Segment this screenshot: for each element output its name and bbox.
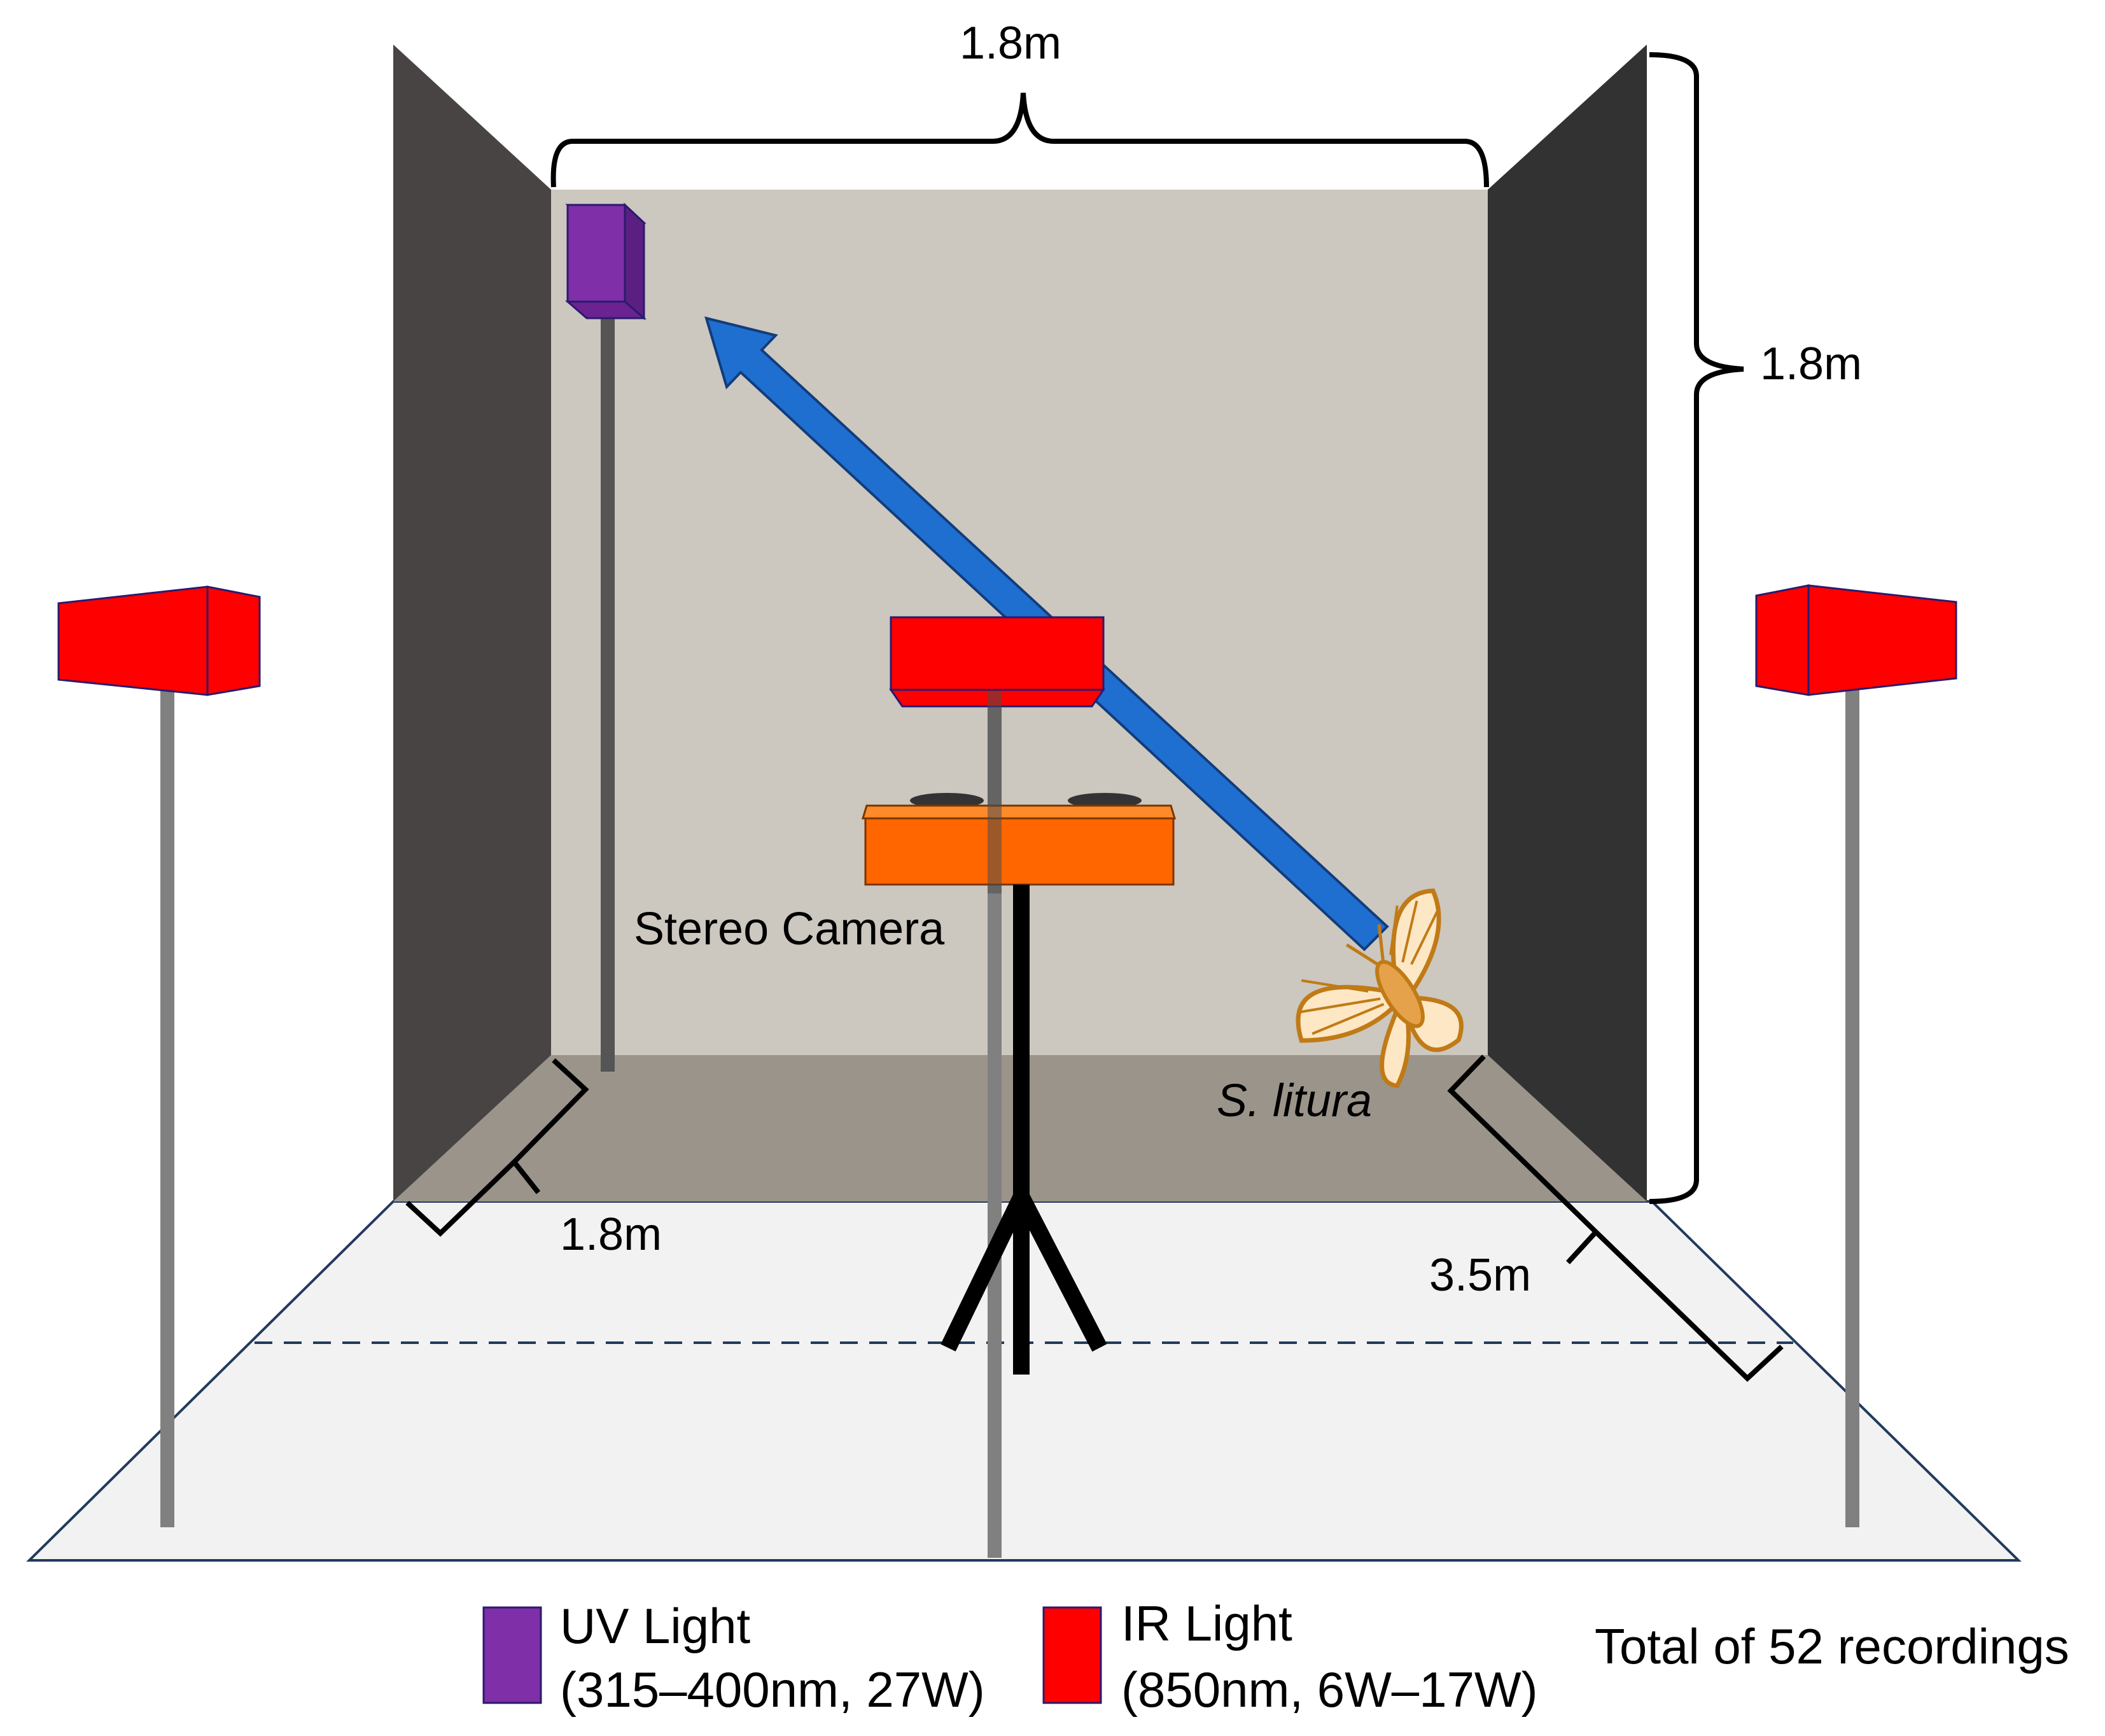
height-bracket — [1649, 52, 1744, 1204]
ir-light-left — [57, 585, 261, 696]
top-width-bracket — [550, 92, 1489, 188]
top-width-label: 1.8m — [960, 18, 1061, 69]
left-depth-label: 1.8m — [560, 1209, 662, 1260]
legend-ir-title: IR Light — [1121, 1595, 1292, 1651]
center-light-pole — [988, 704, 1002, 1558]
uv-light-pole — [601, 305, 615, 1072]
legend: UV Light (315–400nm, 27W) IR Light (850n… — [482, 1595, 2069, 1718]
ir-light-right-pole — [1845, 689, 1859, 1527]
right-depth-bracket — [1447, 1054, 1784, 1382]
center-pole-overlay — [988, 691, 1002, 893]
ir-light-right — [1755, 584, 1957, 696]
left-wall — [393, 45, 551, 1201]
legend-ir-spec: (850nm, 6W–17W) — [1121, 1662, 1538, 1718]
left-depth-bracket — [405, 1058, 589, 1237]
legend-uv-swatch — [482, 1606, 542, 1704]
species-label: S. litura — [1217, 1075, 1372, 1126]
legend-uv-spec: (315–400nm, 27W) — [560, 1662, 985, 1718]
stereo-camera — [861, 793, 1177, 886]
legend-total-recordings: Total of 52 recordings — [1595, 1618, 2069, 1674]
stereo-camera-label: Stereo Camera — [634, 904, 945, 955]
legend-ir-swatch — [1042, 1606, 1102, 1704]
height-label: 1.8m — [1760, 339, 1862, 389]
uv-light — [564, 202, 647, 321]
ir-light-left-pole — [160, 689, 174, 1527]
right-depth-label: 3.5m — [1429, 1250, 1531, 1301]
right-wall — [1488, 45, 1647, 1201]
moth-icon — [1296, 888, 1464, 1088]
tripod — [941, 885, 1107, 1375]
legend-uv-title: UV Light — [560, 1598, 750, 1654]
